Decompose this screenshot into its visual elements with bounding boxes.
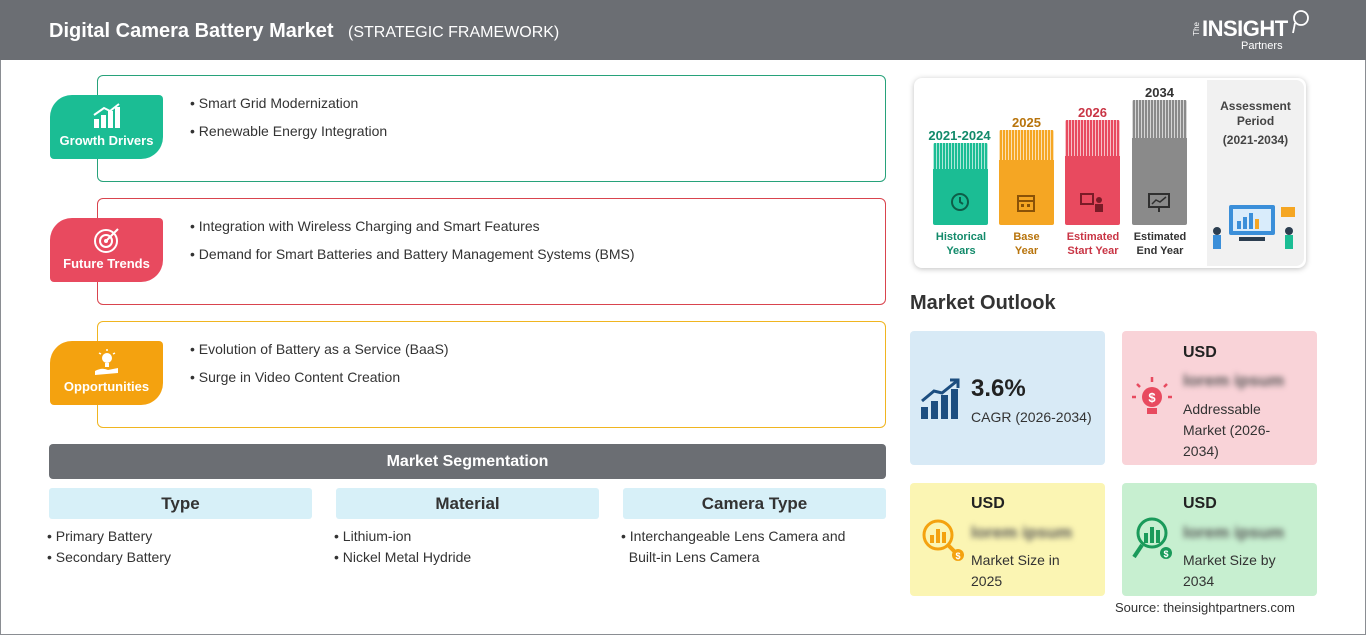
segment-type-list: • Primary Battery • Secondary Battery: [47, 526, 171, 568]
cagr-label: CAGR (2026-2034): [971, 409, 1092, 425]
list-item: • Interchangeable Lens Camera and: [621, 528, 846, 544]
logo-main-text: INSIGHT: [1202, 16, 1288, 41]
page-title: Digital Camera Battery Market: [49, 20, 334, 42]
cagr-card: 3.6% CAGR (2026-2034): [910, 331, 1105, 465]
svg-text:$: $: [1163, 549, 1168, 559]
list-item: Built-in Lens Camera: [628, 549, 760, 565]
growth-drivers-tag: Growth Drivers: [50, 95, 163, 159]
growth-driver-item: Renewable Energy Integration: [190, 123, 387, 151]
opportunity-item: Surge in Video Content Creation: [190, 369, 449, 397]
calendar-icon: [1017, 195, 1035, 212]
svg-text:$: $: [955, 551, 960, 561]
money-chart-search-icon: $: [1132, 517, 1172, 559]
future-trend-item: Integration with Wireless Charging and S…: [190, 218, 635, 246]
year-label-start: 2026: [1078, 105, 1107, 120]
bar-estimated-end: [1132, 100, 1187, 225]
svg-text:$: $: [1148, 390, 1156, 405]
bar-historical: [933, 143, 988, 225]
money-search-icon: $: [922, 519, 964, 561]
page-subtitle: (STRATEGIC FRAMEWORK): [348, 24, 560, 41]
list-item: • Nickel Metal Hydride: [334, 549, 472, 565]
presentation-icon: [1080, 193, 1103, 212]
segment-camera-type-header: Camera Type: [623, 488, 886, 519]
lightbulb-hand-icon: [95, 349, 118, 375]
logo-the-text: The: [1192, 22, 1201, 36]
header-bar: Digital Camera Battery Market (STRATEGIC…: [0, 0, 1366, 60]
addressable-value: lorem ipsum: [1183, 371, 1285, 390]
year-label-end: 2034: [1145, 85, 1174, 100]
growth-chart-icon: [921, 378, 960, 419]
addressable-currency: USD: [1183, 344, 1217, 361]
year-label-base: 2025: [1012, 115, 1041, 130]
source-credit: Source: theinsightpartners.com: [1115, 600, 1295, 615]
list-item: • Secondary Battery: [47, 549, 171, 565]
assessment-period-label: Assessment Period (2021-2034): [1220, 99, 1291, 147]
future-trend-item: Demand for Smart Batteries and Battery M…: [190, 246, 635, 274]
money-bulb-icon: $: [1132, 377, 1172, 414]
analytics-people-illustration-icon: [1213, 205, 1295, 249]
segment-type-header: Type: [49, 488, 312, 519]
size2025-currency: USD: [971, 495, 1005, 512]
segment-material-header: Material: [336, 488, 599, 519]
bar-estimated-start: [1065, 120, 1120, 225]
opportunities-card: Evolution of Battery as a Service (BaaS)…: [97, 321, 886, 428]
size2034-value: lorem ipsum: [1183, 523, 1285, 542]
list-item: • Lithium-ion: [334, 528, 412, 544]
logo-partners-text: Partners: [1241, 40, 1283, 52]
size2034-currency: USD: [1183, 495, 1217, 512]
size2025-value: lorem ipsum: [971, 523, 1073, 542]
future-trends-card: Integration with Wireless Charging and S…: [97, 198, 886, 305]
opportunities-label: Opportunities: [63, 379, 150, 394]
history-icon: [951, 193, 969, 211]
chart-growth-icon: [93, 103, 120, 128]
future-trends-label: Future Trends: [63, 256, 150, 271]
cagr-value: 3.6%: [971, 375, 1026, 402]
insight-partners-logo[interactable]: The INSIGHT Partners: [1192, 10, 1312, 54]
opportunities-tag: Opportunities: [50, 341, 163, 405]
growth-drivers-card: Smart Grid Modernization Renewable Energ…: [97, 75, 886, 182]
list-item: • Primary Battery: [47, 528, 153, 544]
market-segmentation-bar: Market Segmentation: [49, 444, 886, 479]
segment-camera-type-list: • Interchangeable Lens Camera and Built-…: [621, 526, 845, 568]
target-icon: [94, 228, 119, 253]
logo-circle-icon: [1292, 10, 1309, 34]
bar-base: [999, 130, 1054, 225]
growth-driver-item: Smart Grid Modernization: [190, 95, 387, 123]
market-outlook-title: Market Outlook: [910, 292, 1056, 314]
growth-drivers-label: Growth Drivers: [59, 133, 154, 148]
year-label-historical: 2021-2024: [928, 128, 991, 143]
opportunity-item: Evolution of Battery as a Service (BaaS): [190, 341, 449, 369]
segment-material-list: • Lithium-ion • Nickel Metal Hydride: [334, 526, 471, 568]
monitor-chart-icon: [1148, 193, 1170, 212]
future-trends-tag: Future Trends: [50, 218, 163, 282]
